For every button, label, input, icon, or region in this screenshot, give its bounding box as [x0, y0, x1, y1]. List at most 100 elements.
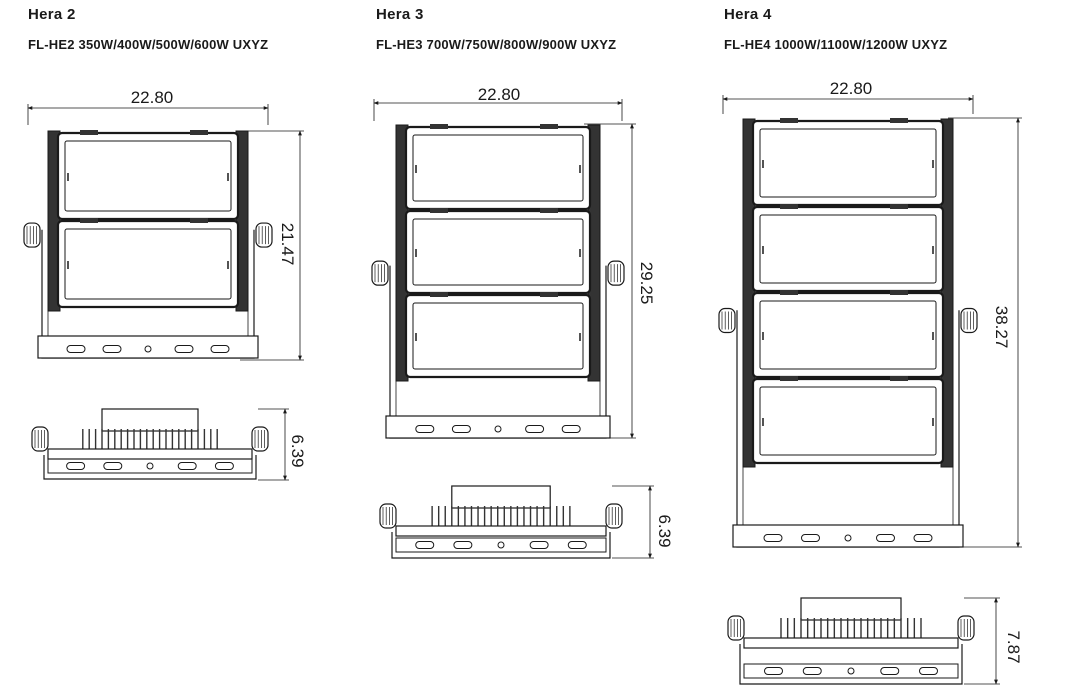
hera3-depth-label: 6.39 [655, 514, 674, 547]
hera2-side-driver-box [101, 408, 199, 432]
hera2-side-base-slot [103, 462, 123, 470]
hera4-bracket-slot [763, 534, 783, 542]
hera2-panel-clip [80, 130, 98, 135]
hera4-height-label: 38.27 [992, 306, 1011, 349]
hera3-right-knob [607, 260, 625, 286]
hera3-side-base-hole [497, 541, 505, 549]
hera3-panel-clip [540, 292, 558, 297]
hera3-side-housing [395, 525, 607, 537]
product-title-hera2: Hera 2 [28, 6, 76, 23]
hera3-panel-clip [540, 124, 558, 129]
hera4-width-label: 22.80 [830, 79, 873, 98]
hera4-panel-frame [751, 377, 945, 465]
hera4-side-base-plate [743, 663, 959, 679]
hera4-bracket-slot [801, 534, 820, 542]
hera3-bracket-hole [494, 425, 502, 433]
hera2-right-knob [255, 222, 273, 248]
hera4-bracket-base [732, 524, 964, 548]
hera2-bracket-slot [210, 345, 230, 353]
hera3-side-base-slot [415, 541, 435, 549]
hera4-side-base-bracket [739, 644, 963, 685]
hera3-bracket-slot [561, 425, 581, 433]
hera2-width-label: 22.80 [131, 88, 174, 107]
hera3-bracket-base [385, 415, 611, 439]
hera3-side-view [379, 485, 654, 559]
hera4-panel-clip [890, 118, 908, 123]
hera3-side-driver-box [451, 485, 551, 509]
hera3-panel-frame [404, 209, 592, 295]
hera3-left-knob [371, 260, 389, 286]
hera2-panel-lens [64, 228, 232, 300]
hera2-left-knob [23, 222, 41, 248]
hera2-depth-label: 6.39 [288, 434, 307, 467]
hera2-panel-frame [56, 219, 240, 309]
hera4-side-view [727, 597, 1000, 685]
hera4-panel-clip [890, 376, 908, 381]
product-subtitle-hera3: FL-HE3 700W/750W/800W/900W UXYZ [376, 37, 617, 52]
hera4-panel-clip [780, 204, 798, 209]
hera2-side-right-knob [251, 426, 269, 452]
hera4-panel-clip [890, 290, 908, 295]
hera2-bracket-hole [144, 345, 152, 353]
hera3-panel-frame [404, 293, 592, 379]
hera4-panel-clip [780, 290, 798, 295]
hera4-panel-lens [759, 214, 937, 284]
product-subtitle-hera4: FL-HE4 1000W/1100W/1200W UXYZ [724, 37, 948, 52]
hera3-side-base-slot [529, 541, 549, 549]
hera4-left-knob [718, 307, 736, 334]
hera3-panel-lens [412, 134, 584, 202]
hera2-panel-frame [56, 131, 240, 221]
hera3-bracket-slot [415, 425, 435, 433]
hera2-panel-clip [190, 218, 208, 223]
hera4-side-driver-box [800, 597, 902, 621]
hera3-side-base-bracket [391, 532, 611, 559]
hera4-side-base-slot [802, 667, 822, 675]
hera3-side-base-slot [453, 541, 473, 549]
hera3-side-right-knob [605, 503, 623, 529]
hera4-side-base-slot [764, 667, 783, 675]
hera4-right-knob [960, 307, 978, 334]
hera4-bracket-hole [844, 534, 852, 542]
hera3-panel-clip [540, 208, 558, 213]
hera2-height-label: 21.47 [278, 223, 297, 266]
hera4-side-left-knob [727, 615, 745, 641]
hera3-bracket-slot [525, 425, 545, 433]
hera4-side-right-knob [957, 615, 975, 641]
hera4-panel-lens [759, 386, 937, 456]
hera4-panel-lens [759, 300, 937, 370]
hera2-side-base-slot [66, 462, 86, 470]
hera3-panel-frame [404, 125, 592, 211]
hera4-panel-clip [780, 376, 798, 381]
hera2-panel-lens [64, 140, 232, 212]
hera2-side-base-plate [47, 458, 253, 474]
hera3-panel-clip [430, 124, 448, 129]
hera2-side-base-hole [146, 462, 154, 470]
hera2-panel-clip [190, 130, 208, 135]
hera3-height-label: 29.25 [637, 262, 656, 305]
hera2-side-view [31, 408, 289, 481]
hera4-side-base-hole [847, 667, 855, 675]
hera2-side-base-slot [214, 462, 234, 470]
hera4-panel-frame [751, 291, 945, 379]
hera2-bracket-slot [174, 345, 194, 353]
hera2-side-housing [47, 448, 253, 460]
hera3-panel-clip [430, 292, 448, 297]
hera3-side-base-plate [395, 537, 607, 553]
hera4-front-view [718, 95, 1022, 548]
hera3-panel-clip [430, 208, 448, 213]
hera2-front-view [23, 104, 304, 361]
hera2-bracket-base [37, 335, 259, 359]
hera3-bracket-slot [451, 425, 471, 433]
hera4-side-base-slot [880, 667, 900, 675]
product-title-hera4: Hera 4 [724, 6, 772, 23]
hera2-bracket-slot [66, 345, 86, 353]
hera3-width-label: 22.80 [478, 85, 521, 104]
hera4-panel-clip [780, 118, 798, 123]
hera3-side-left-knob [379, 503, 397, 529]
hera4-bracket-slot [876, 534, 895, 542]
hera2-side-left-knob [31, 426, 49, 452]
product-title-hera3: Hera 3 [376, 6, 424, 23]
hera3-side-base-slot [567, 541, 587, 549]
hera4-depth-label: 7.87 [1004, 630, 1023, 663]
